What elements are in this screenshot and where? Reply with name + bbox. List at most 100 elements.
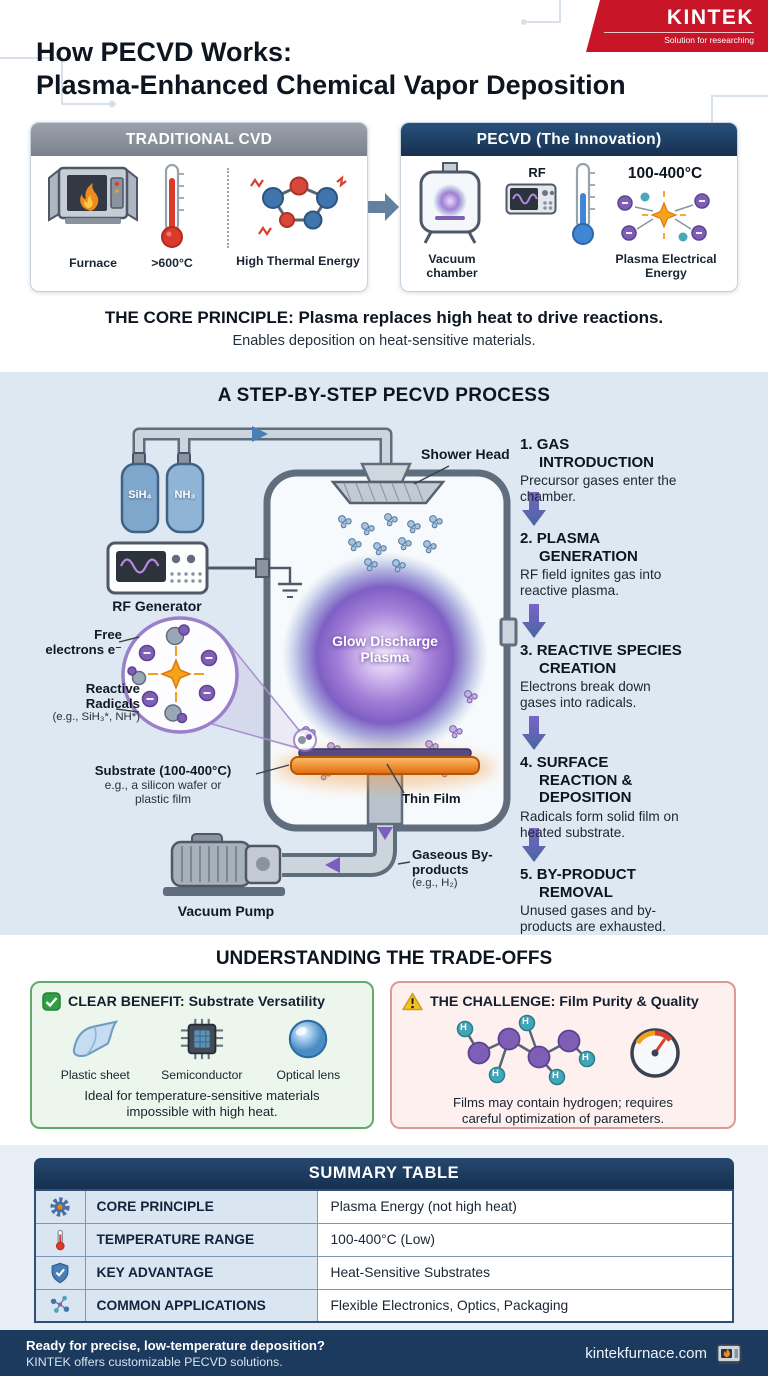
cool-thermometer-icon <box>572 162 595 245</box>
title-line-1: How PECVD Works: <box>36 37 293 67</box>
heated-substrate <box>275 748 495 826</box>
gas-cylinder-2-label: NH₃ <box>174 489 196 501</box>
benefit-item: Semiconductor <box>149 1017 256 1082</box>
furnace-label: Furnace <box>69 255 117 270</box>
row-label: TEMPERATURE RANGE <box>84 1222 318 1257</box>
core-principle-sub: Enables deposition on heat-sensitive mat… <box>232 332 536 349</box>
comparison-arrow-icon <box>368 122 400 292</box>
shower-head-icon <box>330 480 446 505</box>
thin-film-label: Thin Film <box>402 791 461 806</box>
benefit-item: Optical lens <box>255 1017 362 1082</box>
process-step-4: 4. SURFACE REACTION & DEPOSITION Radical… <box>520 754 692 841</box>
core-principle: THE CORE PRINCIPLE: Plasma replaces high… <box>0 292 768 349</box>
step-desc: Radicals form solid film on heated subst… <box>520 809 679 840</box>
step-desc: Electrons break down gases into radicals… <box>520 679 651 711</box>
gas-flow-arrow-icon <box>252 426 268 442</box>
semiconductor-icon <box>180 1018 223 1060</box>
row-label: KEY ADVANTAGE <box>84 1255 318 1290</box>
exhaust-pipe <box>282 820 397 877</box>
label-pointer-lines <box>115 465 450 865</box>
benefit-title: CLEAR BENEFIT: Substrate Versatility <box>68 993 326 1010</box>
shield-check-icon <box>51 1262 69 1283</box>
row-value: Flexible Electronics, Optics, Packaging <box>316 1288 734 1323</box>
plasma-zoom-callout <box>121 616 317 752</box>
summary-table-title: SUMMARY TABLE <box>34 1158 734 1189</box>
step-desc: RF field ignites gas into reactive plasm… <box>520 567 662 599</box>
footer-cta-line2: KINTEK offers customizable PECVD solutio… <box>26 1354 283 1369</box>
gear-icon <box>50 1197 70 1217</box>
title-line-2: Plasma-Enhanced Chemical Vapor Depositio… <box>36 69 626 100</box>
process-section: A STEP-BY-STEP PECVD PROCESS <box>0 372 768 935</box>
summary-table: CORE PRINCIPLE Plasma Energy (not high h… <box>34 1189 734 1323</box>
step-flow-arrows <box>522 492 546 862</box>
shower-head-label: Shower Head <box>421 446 510 462</box>
quality-gauge-icon <box>630 1028 680 1078</box>
step-title: 4. SURFACE REACTION & DEPOSITION <box>520 754 633 807</box>
molecule-icon <box>51 1295 70 1314</box>
pecvd-temp-label: 100-400°C <box>627 164 703 182</box>
footer-cta-line1: Ready for precise, low-temperature depos… <box>26 1337 325 1353</box>
row-value: 100-400°C (Low) <box>316 1222 734 1257</box>
vacuum-pump-icon <box>163 833 285 896</box>
rf-generator-label: RF Generator <box>112 598 202 614</box>
header-section: KINTEK Solution for researching How PECV… <box>0 0 768 372</box>
logo-text: KINTEK <box>666 6 754 29</box>
table-row: TEMPERATURE RANGE 100-400°C (Low) <box>34 1222 734 1257</box>
step-desc: Unused gases and by-products are exhaust… <box>520 903 666 935</box>
logo-tagline: Solution for researching <box>604 32 754 45</box>
hydrogen-molecule-icon: H H H H H <box>441 1013 609 1089</box>
row-label: COMMON APPLICATIONS <box>84 1288 318 1323</box>
thermometer-icon <box>56 1229 65 1250</box>
warning-icon <box>402 992 423 1011</box>
rf-label: RF <box>528 164 546 180</box>
step-title: 2. PLASMA GENERATION <box>520 530 638 565</box>
thin-film-layer <box>298 748 472 758</box>
step-title: 1. GAS INTRODUCTION <box>520 436 654 471</box>
thermal-energy-label: High Thermal Energy <box>236 253 360 268</box>
gas-cylinder-1-label: SiH₄ <box>128 489 152 501</box>
row-value: Plasma Energy (not high heat) <box>316 1189 734 1224</box>
process-diagram <box>106 426 546 896</box>
challenge-desc: Films may contain hydrogen; requires car… <box>453 1095 673 1126</box>
byproducts-label: Gaseous By-products (e.g., H₂) <box>412 847 493 890</box>
table-row: COMMON APPLICATIONS Flexible Electronics… <box>34 1288 734 1323</box>
rf-generator-icon <box>106 541 302 598</box>
website-link[interactable]: kintekfurnace.com <box>585 1344 707 1362</box>
plasma-label: Glow Discharge Plasma <box>332 633 438 666</box>
tradeoffs-title: UNDERSTANDING THE TRADE-OFFS <box>215 948 553 969</box>
footer: Ready for precise, low-temperature depos… <box>0 1330 768 1376</box>
process-step-1: 1. GAS INTRODUCTION Precursor gases ente… <box>520 436 692 505</box>
challenge-title: THE CHALLENGE: Film Purity & Quality <box>430 993 699 1010</box>
step-desc: Precursor gases enter the chamber. <box>520 473 677 505</box>
process-step-3: 3. REACTIVE SPECIES CREATION Electrons b… <box>520 642 692 711</box>
exhaust-arrow-icon <box>377 827 393 840</box>
vacuum-pump-label: Vacuum Pump <box>177 903 275 919</box>
plastic-sheet-icon <box>73 1020 119 1058</box>
chamber-port <box>499 617 518 647</box>
benefit-desc: Ideal for temperature-sensitive material… <box>84 1088 320 1119</box>
row-value: Heat-Sensitive Substrates <box>316 1255 734 1290</box>
cvd-comparison: TRADITIONAL CVD Furnace <box>0 121 768 292</box>
traditional-temp-label: >600°C <box>151 255 193 270</box>
check-icon <box>42 992 61 1011</box>
substrate-label: Substrate (100-400°C) e.g., a silicon wa… <box>94 763 232 806</box>
vacuum-chamber-label: Vacuum chamber <box>426 251 478 281</box>
thermal-molecules-icon <box>250 175 347 236</box>
furnace-icon <box>48 166 138 224</box>
page-title: How PECVD Works: Plasma-Enhanced Chemica… <box>0 0 768 102</box>
traditional-cvd-header: TRADITIONAL CVD <box>31 122 367 156</box>
table-row: CORE PRINCIPLE Plasma Energy (not high h… <box>34 1189 734 1224</box>
panel-divider <box>227 167 229 248</box>
collision-spark-icon <box>159 657 193 691</box>
radical-icons <box>127 624 190 724</box>
kintek-logo: KINTEK Solution for researching <box>586 0 768 52</box>
optical-lens-icon <box>289 1019 328 1059</box>
pecvd-panel: PECVD (The Innovation) Vacuum chamber RF <box>400 121 738 292</box>
traditional-cvd-panel: TRADITIONAL CVD Furnace <box>30 121 368 292</box>
step-title: 3. REACTIVE SPECIES CREATION <box>520 642 682 677</box>
hot-thermometer-icon <box>161 163 184 248</box>
step-title: 5. BY-PRODUCT REMOVAL <box>520 866 636 901</box>
summary-section: SUMMARY TABLE CORE PRINCIPLE Plasma Ener… <box>0 1145 768 1330</box>
core-principle-heading: THE CORE PRINCIPLE: Plasma replaces high… <box>104 307 664 327</box>
